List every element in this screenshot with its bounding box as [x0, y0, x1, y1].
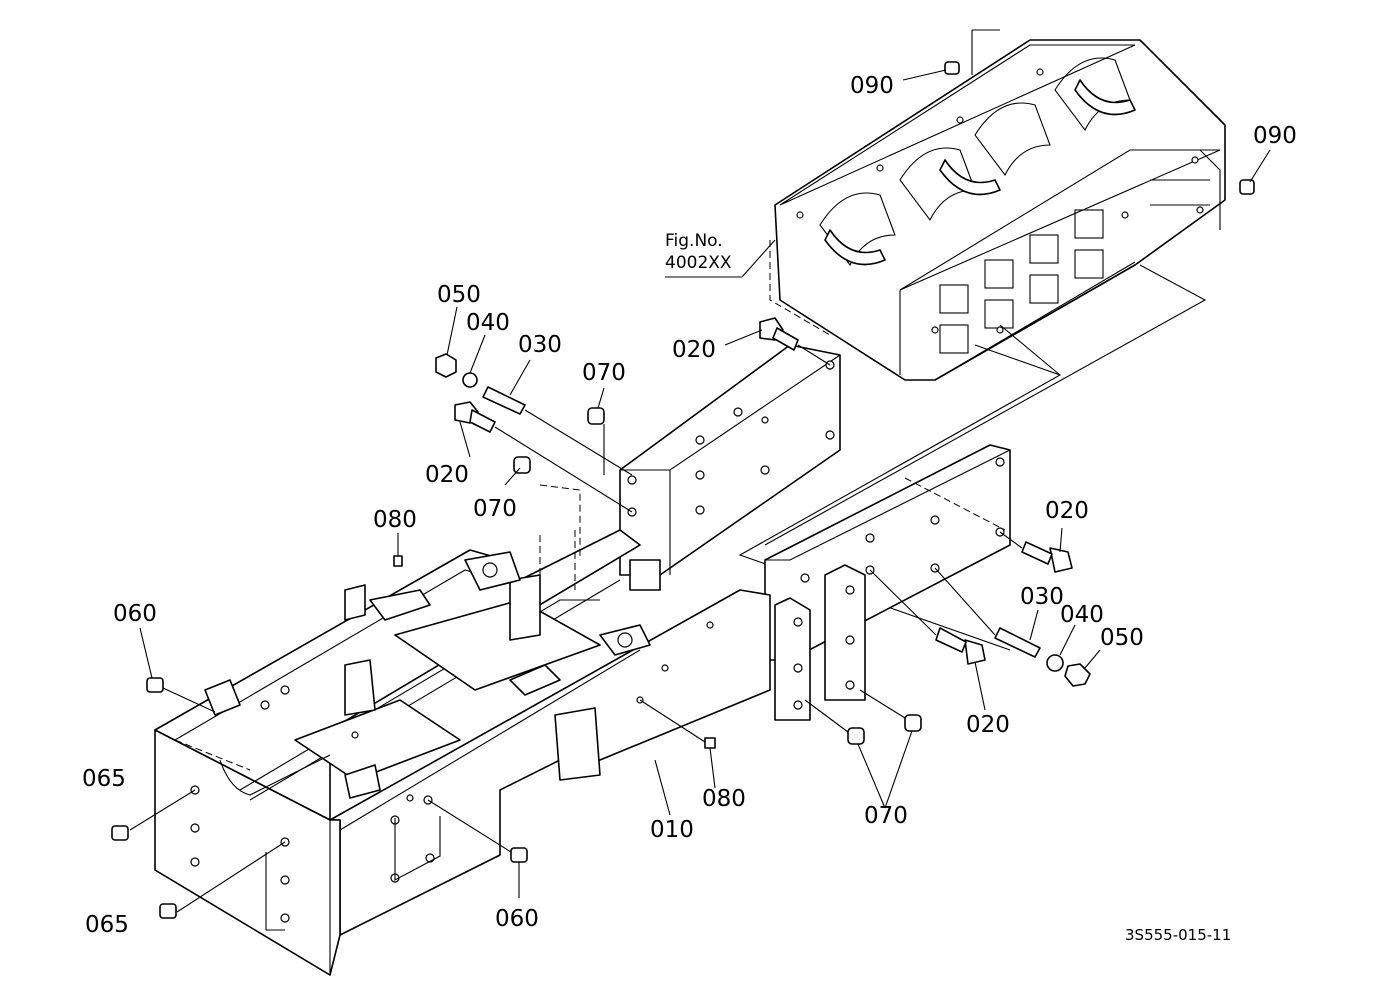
fasteners [111, 61, 1255, 919]
figure-ref-line1: Fig.No. [665, 231, 723, 251]
callout-040-upper: 040 [466, 310, 510, 336]
engine-block [769, 29, 1226, 381]
frame-side-plates [774, 564, 866, 721]
callout-070-upper: 070 [582, 360, 626, 386]
callout-090-right: 090 [1253, 123, 1297, 149]
figure-ref-line2: 4002XX [665, 253, 732, 273]
callout-020-right: 020 [1045, 498, 1089, 524]
callout-030-upper: 030 [518, 332, 562, 358]
callout-080-upper: 080 [373, 507, 417, 533]
callout-070-middle: 070 [473, 496, 517, 522]
leader-lines [129, 69, 1271, 931]
callout-065-upper: 065 [82, 766, 126, 792]
callout-labels: 090 090 Fig.No. 4002XX 050 040 030 070 0… [82, 73, 1297, 944]
callout-080-lower: 080 [702, 786, 746, 812]
callout-020-top: 020 [672, 337, 716, 363]
callout-040-right: 040 [1060, 602, 1104, 628]
callout-050-upper: 050 [437, 282, 481, 308]
callout-090-top: 090 [850, 73, 894, 99]
front-frame-010 [154, 484, 771, 976]
callout-030-right: 030 [1020, 584, 1064, 610]
callout-060-left: 060 [113, 601, 157, 627]
callout-020-left: 020 [425, 462, 469, 488]
callout-050-right: 050 [1100, 625, 1144, 651]
callout-060-bottom: 060 [495, 906, 539, 932]
callout-010: 010 [650, 817, 694, 843]
drawing-code: 3S555-015-11 [1125, 926, 1231, 944]
callout-065-lower: 065 [85, 912, 129, 938]
callout-070-lower: 070 [864, 803, 908, 829]
callout-020-lower: 020 [966, 712, 1010, 738]
